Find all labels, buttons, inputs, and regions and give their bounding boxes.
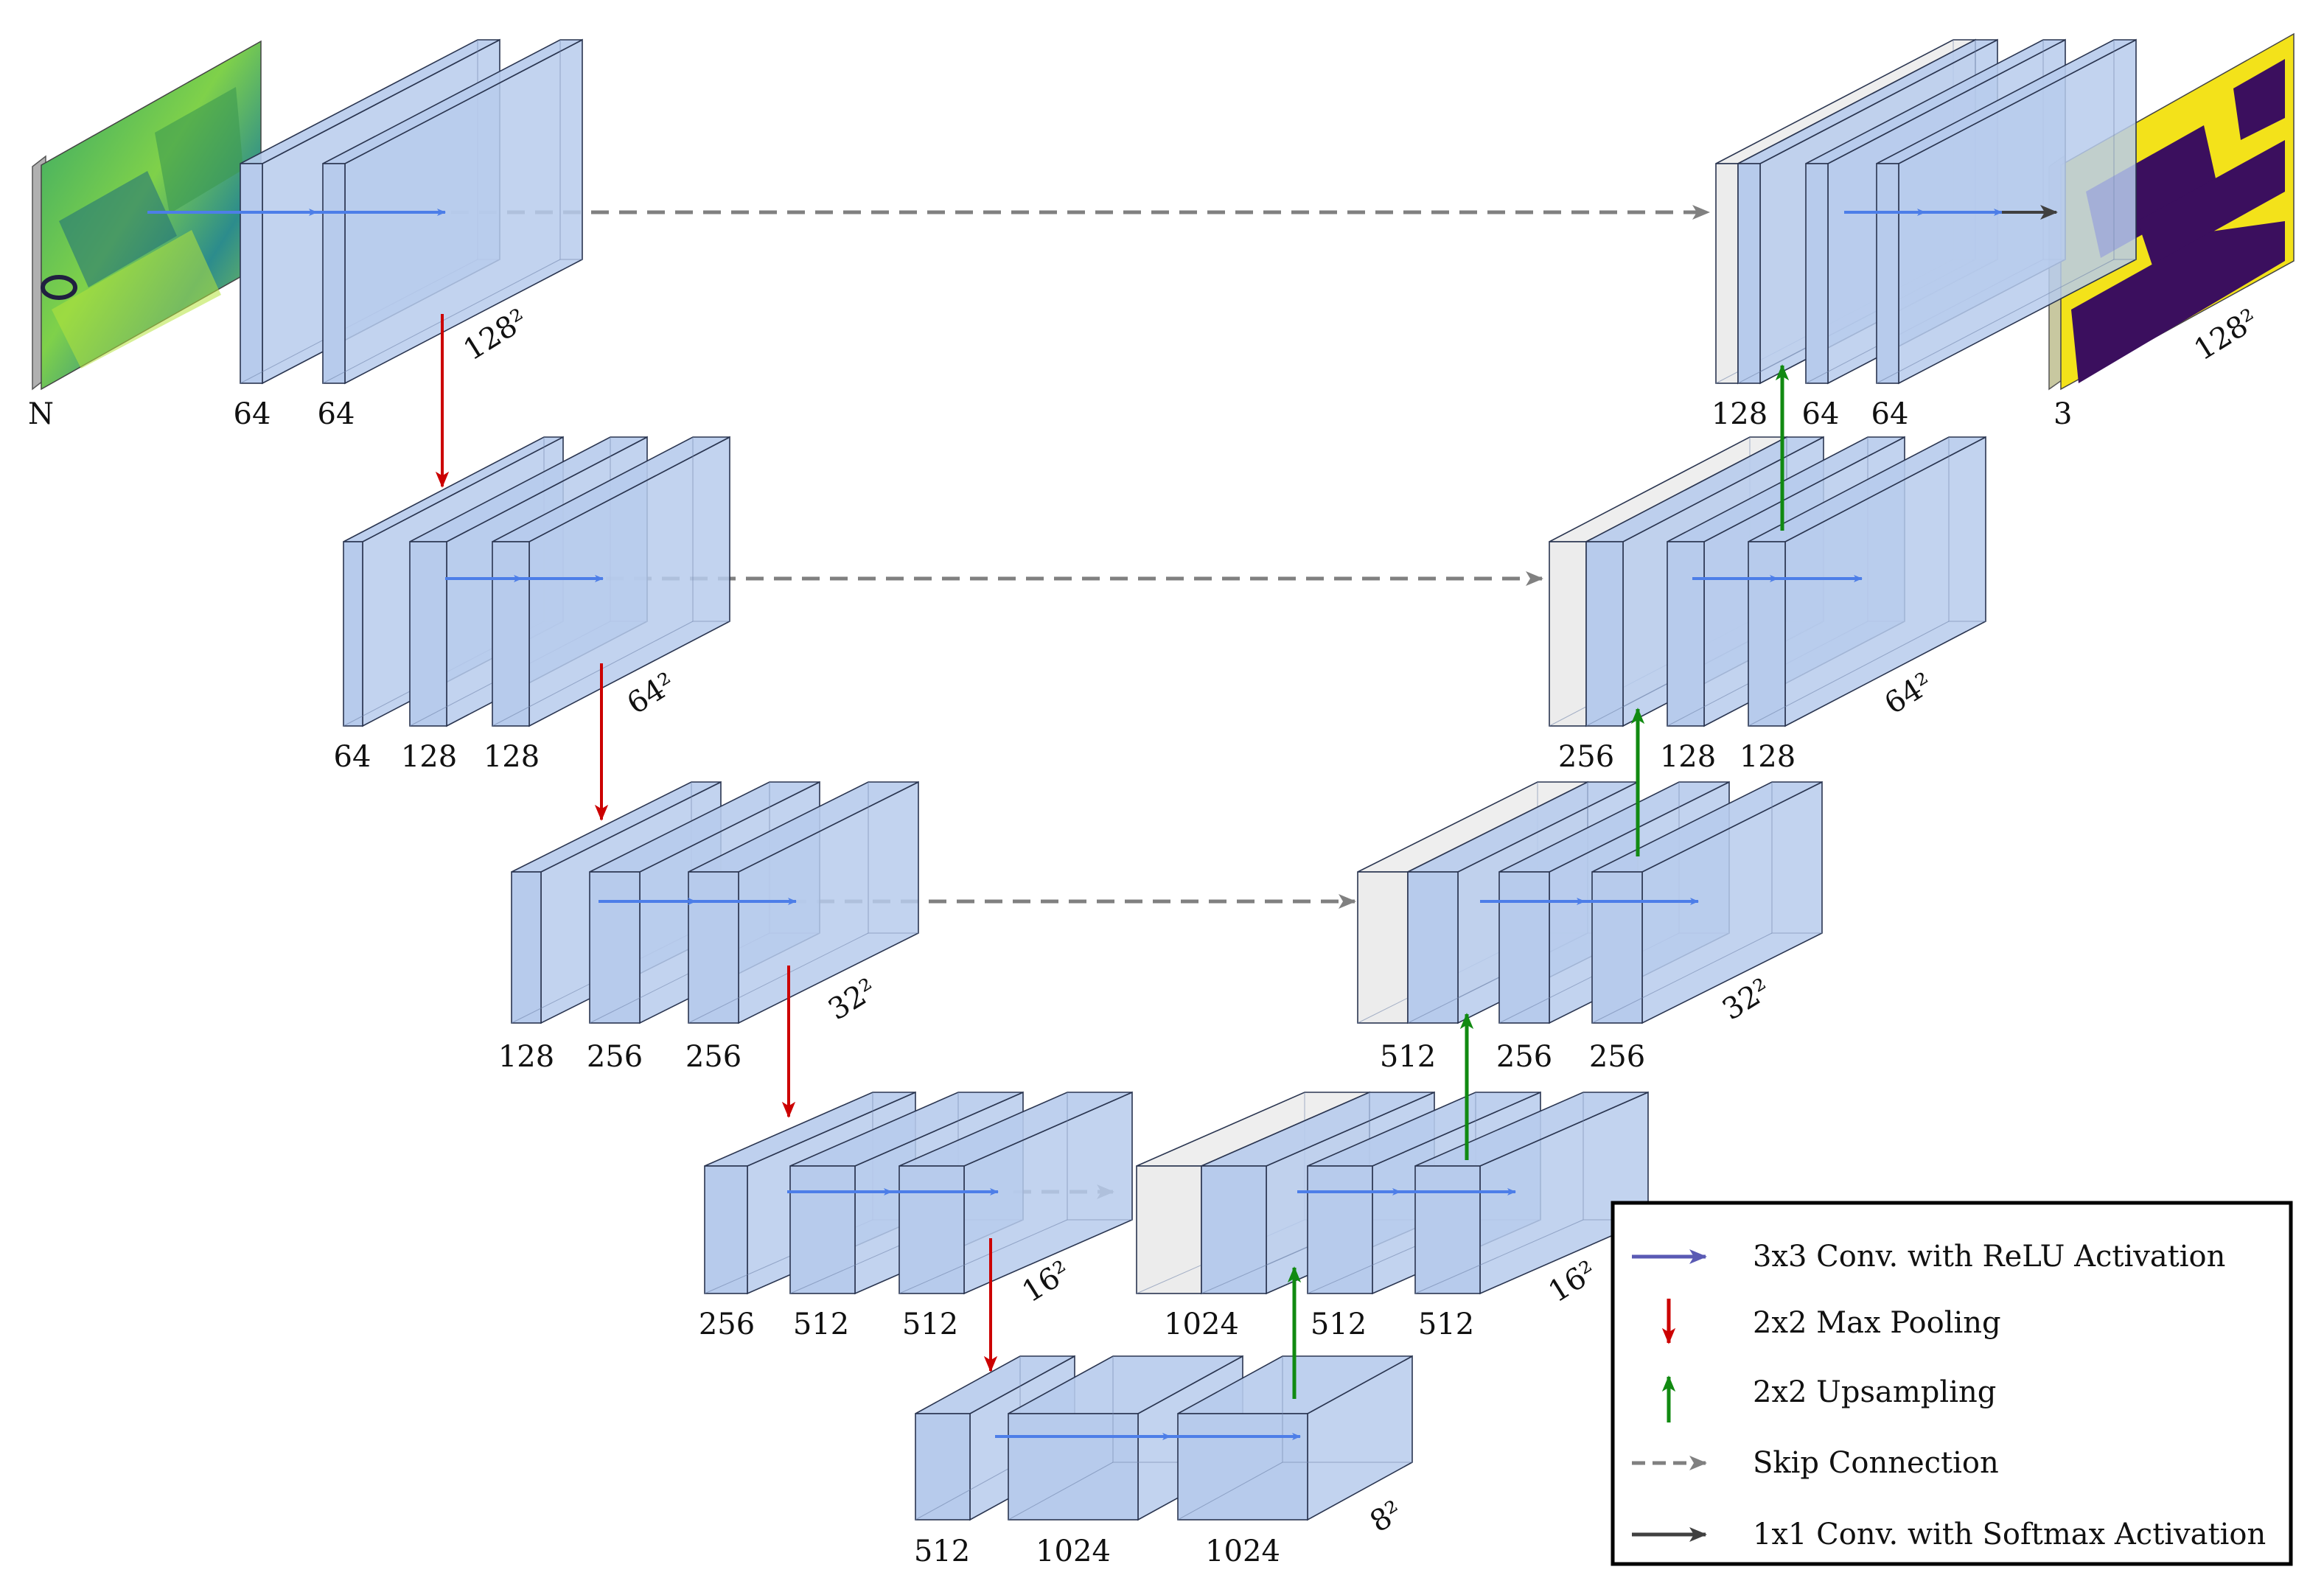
dec-l4-block-3 — [1414, 1091, 1649, 1295]
dec-l2-block-3 — [1748, 436, 1986, 727]
output-channel-label: 3 — [2053, 397, 2072, 431]
enc-l4-block-3 — [898, 1091, 1133, 1295]
dec-l4-channel-2: 512 — [1311, 1308, 1367, 1341]
enc-l4-channel-3: 512 — [902, 1308, 958, 1341]
enc-l2-channel-3: 128 — [484, 740, 540, 774]
enc-l3-channel-2: 256 — [587, 1040, 643, 1074]
enc-l3-channel-1: 128 — [498, 1040, 554, 1074]
input-channel-label: N — [28, 397, 54, 431]
dec-l2-channel-2: 128 — [1660, 740, 1716, 774]
enc-l1-channel-1: 64 — [234, 397, 271, 431]
dec-l2-channel-1: 256 — [1558, 740, 1614, 774]
enc-l2-block-3 — [492, 436, 730, 727]
dec-l1-channel-3: 64 — [1871, 397, 1909, 431]
dec-l4-channel-3: 512 — [1418, 1308, 1474, 1341]
dec-l3-channel-1: 512 — [1380, 1040, 1436, 1074]
legend-label-softmax: 1x1 Conv. with Softmax Activation — [1753, 1518, 2266, 1551]
legend-label-upsample: 2x2 Upsampling — [1753, 1375, 1996, 1409]
input-image — [32, 40, 262, 391]
dec-l3-channel-3: 256 — [1589, 1040, 1645, 1074]
bottleneck-channel-3: 1024 — [1205, 1535, 1280, 1568]
legend-label-pool: 2x2 Max Pooling — [1753, 1306, 2001, 1340]
legend: 3x3 Conv. with ReLU Activation 2x2 Max P… — [1611, 1201, 2293, 1566]
size-label-decoder-level-2: 64² — [1879, 666, 1939, 721]
dec-l1-channel-1: 128 — [1711, 397, 1768, 431]
size-label-level-2: 64² — [621, 666, 681, 721]
enc-l3-block-3 — [688, 781, 919, 1024]
enc-l1-channel-2: 64 — [318, 397, 355, 431]
dec-l3-block-3 — [1591, 781, 1823, 1024]
dec-l2-channel-3: 128 — [1739, 740, 1796, 774]
enc-l2-channel-2: 128 — [401, 740, 457, 774]
flow-arrows — [147, 205, 2058, 1440]
bottleneck-channel-1: 512 — [914, 1535, 970, 1568]
size-label-level-5: 8² — [1364, 1494, 1409, 1539]
legend-label-skip: Skip Connection — [1753, 1446, 1999, 1480]
enc-l3-channel-3: 256 — [685, 1040, 741, 1074]
enc-l1-block-2 — [322, 38, 583, 385]
dec-l3-channel-2: 256 — [1496, 1040, 1552, 1074]
legend-label-conv: 3x3 Conv. with ReLU Activation — [1753, 1240, 2225, 1274]
enc-l4-channel-1: 256 — [699, 1308, 755, 1341]
bottleneck-channel-2: 1024 — [1036, 1535, 1111, 1568]
enc-l4-channel-2: 512 — [793, 1308, 849, 1341]
dec-l1-channel-2: 64 — [1802, 397, 1840, 431]
enc-l2-channel-1: 64 — [334, 740, 371, 774]
dec-l4-channel-1: 1024 — [1164, 1308, 1239, 1341]
size-label-level-3: 32² — [823, 972, 882, 1027]
channel-labels: 64 64 128 64 64 64 128 128 256 128 128 128 256 256 512… — [234, 397, 1909, 1568]
legend-box — [1611, 1201, 2293, 1566]
layer-blocks — [240, 38, 2137, 1521]
